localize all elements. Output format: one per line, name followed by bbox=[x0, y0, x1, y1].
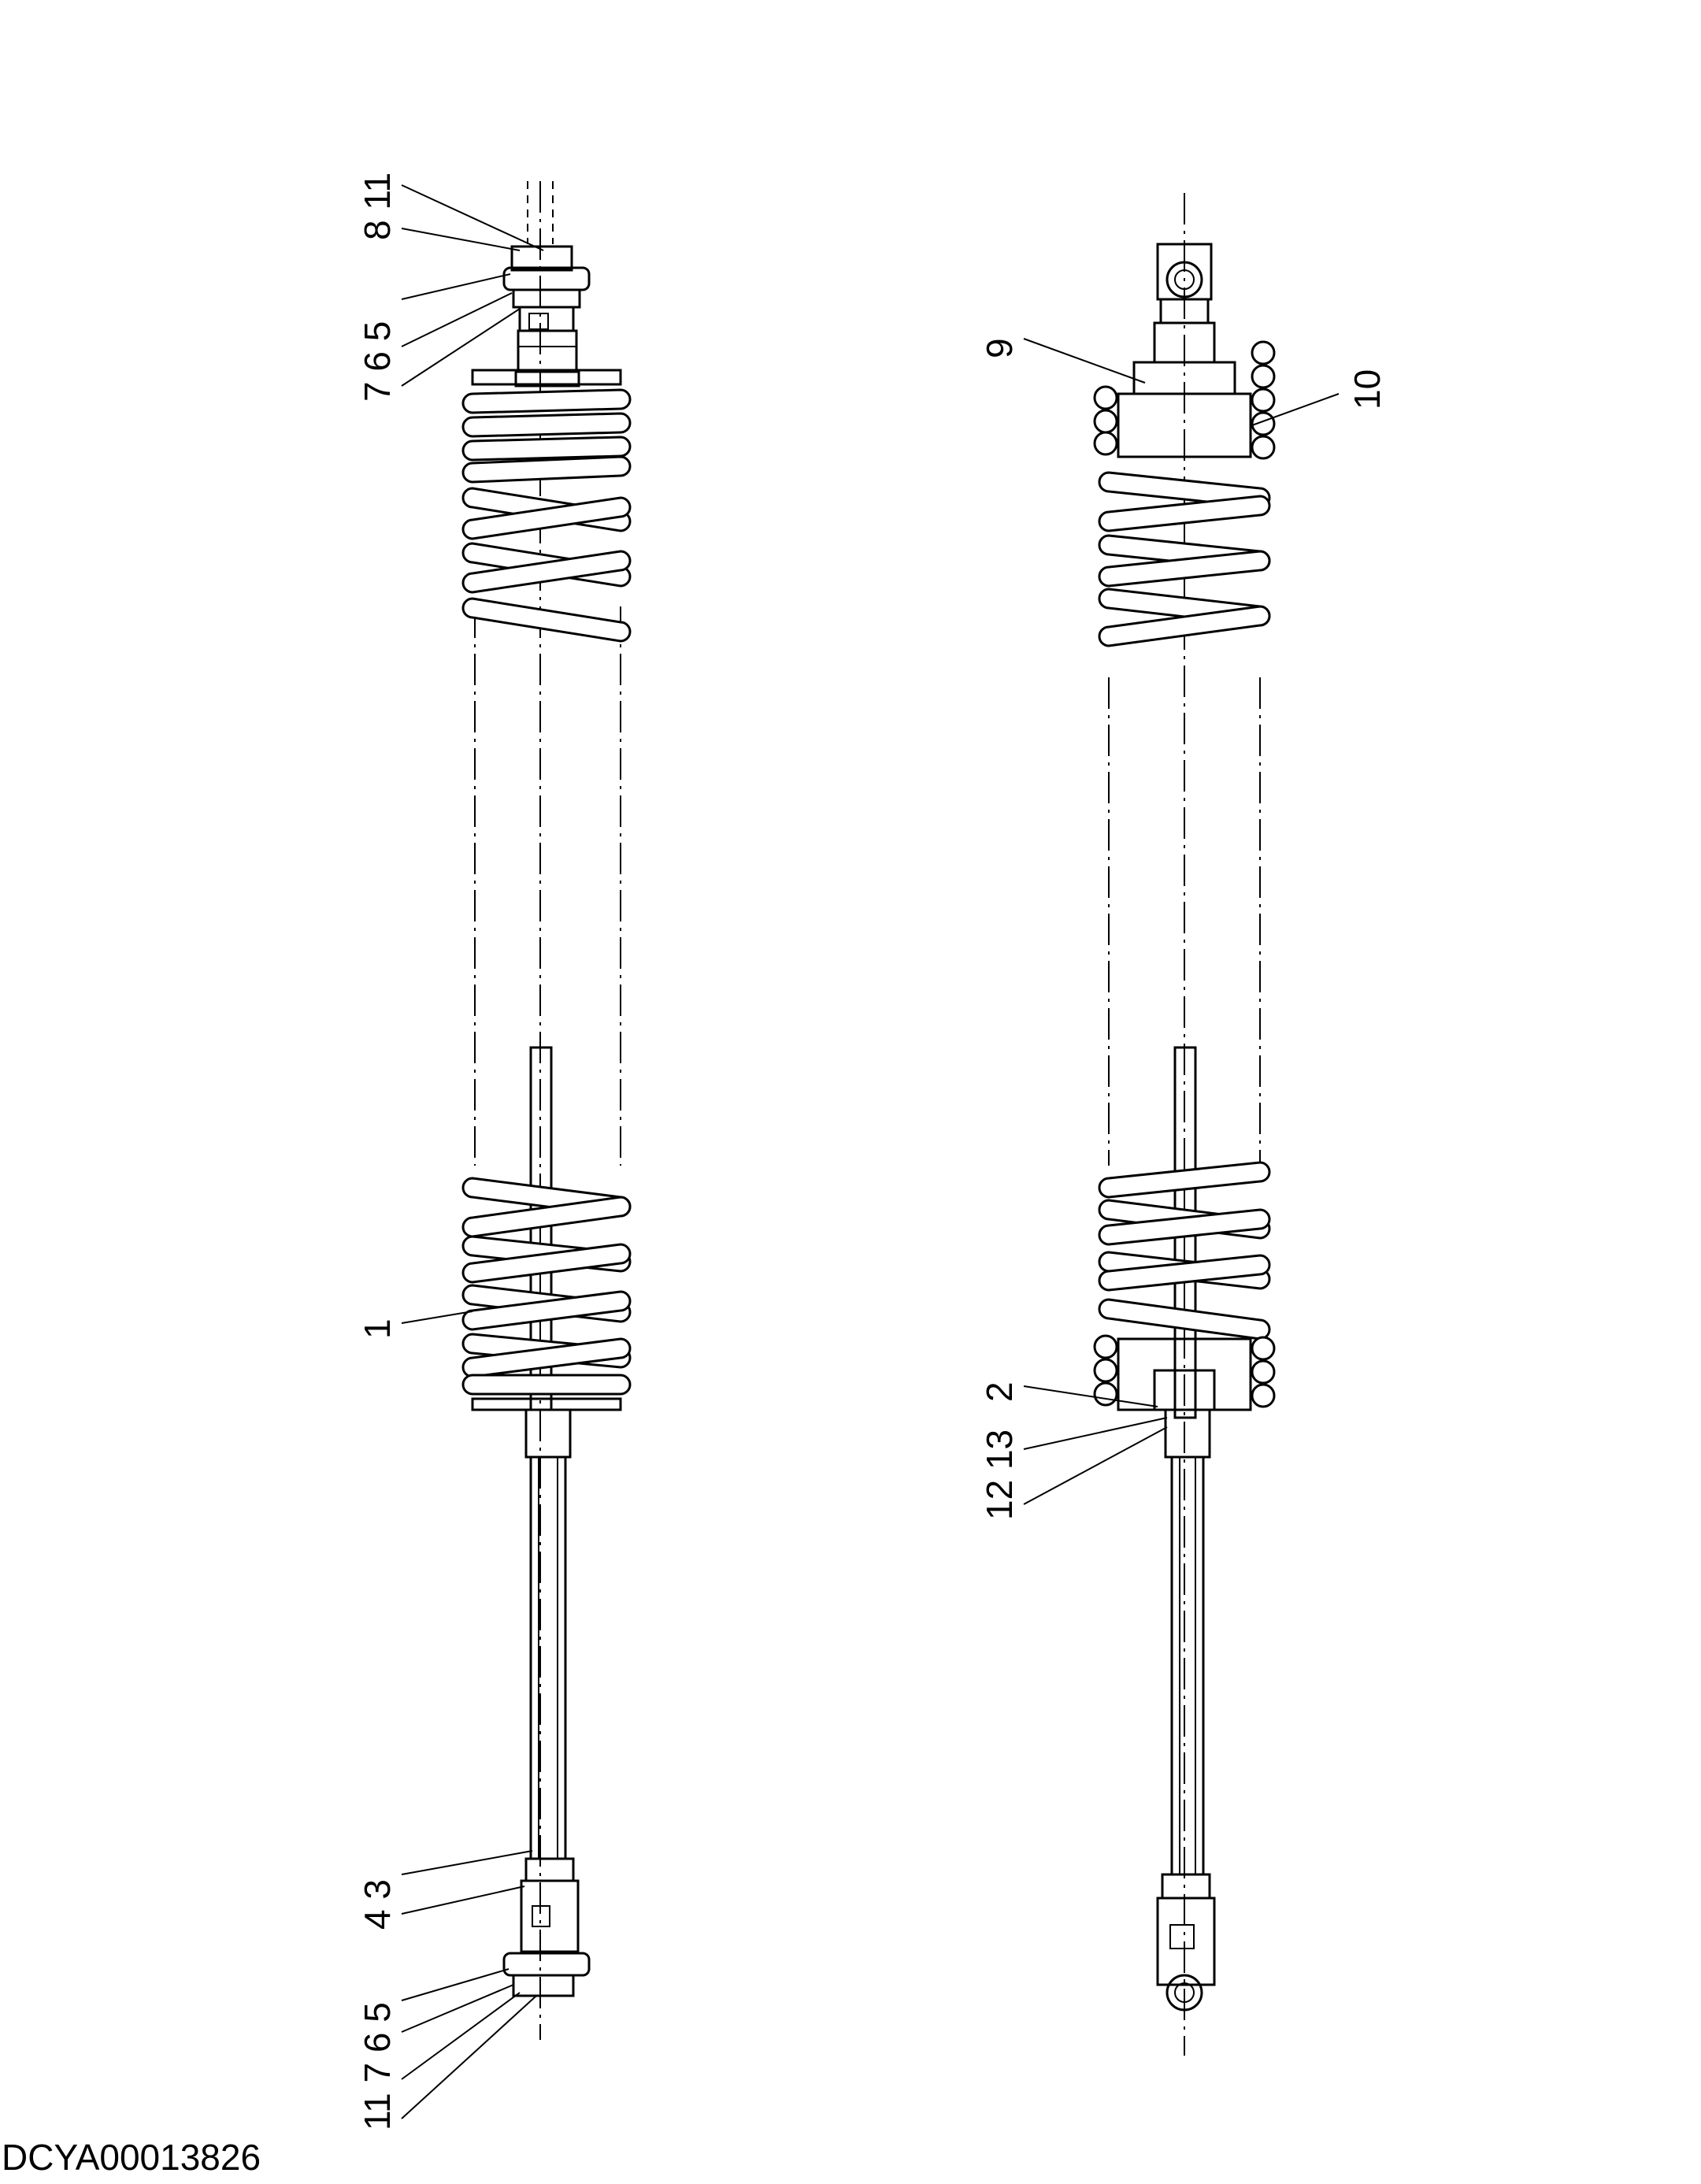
right-top-spring bbox=[1098, 471, 1271, 647]
callout-4-3: 4 3 bbox=[357, 1879, 398, 1930]
top-spring bbox=[461, 388, 632, 643]
callouts-right: 9 10 2 12 13 bbox=[979, 338, 1388, 1520]
right-top-coil-ends bbox=[1093, 340, 1276, 460]
drawing-code: DCYA00013826 bbox=[2, 2137, 261, 2178]
right-bottom-spring bbox=[1098, 1161, 1271, 1340]
callout-10: 10 bbox=[1347, 369, 1388, 410]
callout-11-7-6-5-bottom: 11 7 6 5 bbox=[357, 2002, 398, 2130]
callout-8-11: 8 11 bbox=[357, 172, 398, 240]
left-assembly bbox=[461, 181, 632, 2040]
callouts-left: 8 11 7 6 5 1 4 3 11 7 6 5 bbox=[357, 172, 398, 2130]
callout-9: 9 bbox=[979, 338, 1020, 358]
leader-lines bbox=[401, 184, 1340, 2119]
callout-12-13: 12 13 bbox=[979, 1429, 1020, 1520]
bottom-spring bbox=[461, 1177, 632, 1396]
callout-1: 1 bbox=[357, 1318, 398, 1339]
callout-7-6-5-top: 7 6 5 bbox=[357, 321, 398, 402]
right-assembly bbox=[1093, 193, 1276, 2056]
right-bottom-coil-ends bbox=[1093, 1334, 1276, 1408]
callout-2: 2 bbox=[979, 1381, 1020, 1402]
